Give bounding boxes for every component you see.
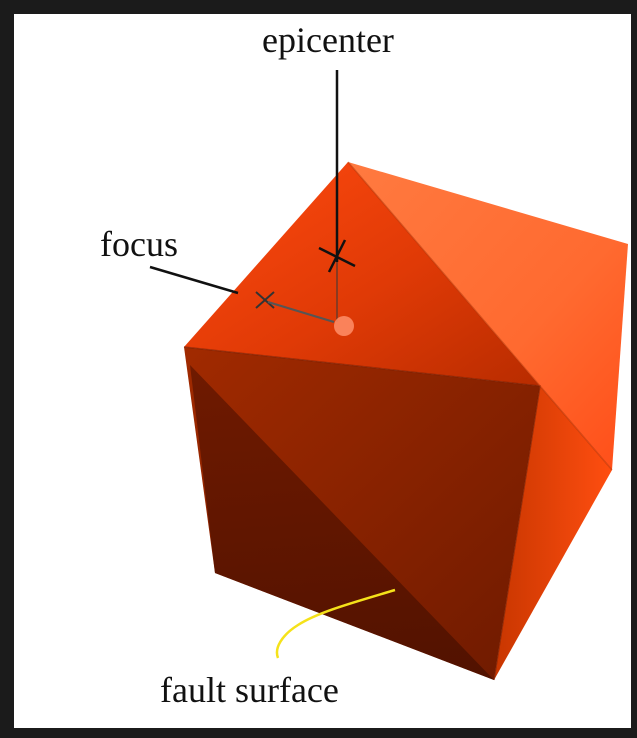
block-far-face [348, 162, 628, 470]
block-front-face [184, 347, 540, 680]
fault-surface-label: fault surface [160, 670, 339, 710]
block-right-side-face [494, 386, 612, 680]
fault-surface-leader-curve [275, 588, 396, 659]
block-top-face [184, 162, 540, 386]
fault-plane-shadow [190, 365, 494, 680]
epicenter-cross-icon [318, 239, 356, 273]
focus-cross-icon [255, 291, 275, 309]
epicenter-label: epicenter [262, 20, 394, 60]
focus-connector-line [267, 300, 335, 324]
focus-point-dot [334, 316, 354, 336]
focus-label: focus [100, 224, 178, 264]
focus-leader-line [149, 265, 239, 295]
